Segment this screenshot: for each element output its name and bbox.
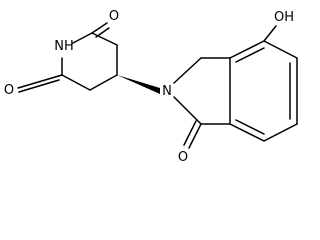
glutarimide-ring	[17, 22, 118, 93]
bond	[72, 32, 93, 44]
bond	[173, 57, 202, 84]
molecule-structure: O NH O N OH O	[4, 9, 298, 165]
atom-label-o-left: O	[4, 83, 14, 98]
atom-label-nh: NH	[54, 39, 74, 54]
bond	[229, 123, 265, 142]
bond	[95, 27, 110, 38]
atom-label-o-bottom: O	[178, 150, 188, 165]
isoindolinone-ring	[173, 57, 231, 149]
bond	[183, 120, 197, 146]
bond	[263, 40, 298, 59]
wedge-bond	[117, 75, 160, 94]
bond	[89, 74, 118, 91]
bond	[188, 123, 202, 149]
bond	[263, 123, 298, 142]
bond	[235, 47, 265, 63]
bond	[263, 25, 277, 42]
atom-label-o-top: O	[109, 9, 119, 24]
atom-label-n: N	[162, 84, 172, 99]
bond	[91, 22, 108, 34]
bond	[18, 79, 60, 93]
atom-label-oh: OH	[274, 10, 294, 25]
bond	[17, 74, 63, 89]
bond	[173, 96, 202, 125]
benzene-ring	[229, 25, 298, 142]
bond	[229, 40, 265, 59]
bond	[91, 32, 118, 46]
bond	[61, 74, 91, 91]
bond	[235, 119, 265, 135]
